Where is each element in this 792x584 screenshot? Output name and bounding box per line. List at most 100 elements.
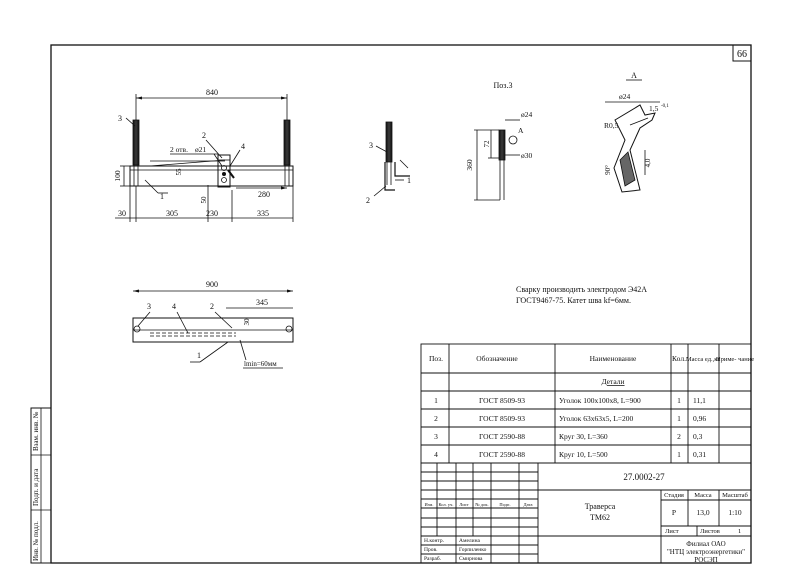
rev-hdr-date: Дата: [524, 502, 533, 507]
side-view: 3 2 1: [366, 121, 411, 205]
dim-50: 50: [200, 196, 208, 204]
callout-1: 1: [160, 192, 164, 201]
dim-100: 100: [113, 170, 122, 182]
row4-qty: 1: [677, 450, 681, 459]
pos3-dim-72: 72: [483, 140, 491, 148]
row1-mass: 11,1: [693, 396, 706, 405]
callout-2: 2: [202, 131, 206, 140]
dim-335: 335: [257, 209, 269, 218]
row2-qty: 1: [677, 414, 681, 423]
row2-mass: 0,96: [693, 414, 706, 423]
dim-280: 280: [258, 190, 270, 199]
mass-label: Масса: [694, 492, 712, 499]
stamp-sign-date: Подп. и дата: [32, 468, 40, 506]
stamp-replace-inv: Взам. инв. №: [32, 411, 40, 451]
section-d24: ø24: [619, 92, 631, 101]
spec-rows: 1 ГОСТ 8509-93 Уголок 100х100х8, L=900 1…: [434, 396, 706, 459]
rev-hdr-izm: Изм.: [425, 502, 434, 507]
sheets-label: Листов: [700, 528, 720, 535]
scale-label: Масштаб: [722, 492, 748, 499]
pos3-title: Поз.3: [494, 81, 513, 90]
stage-label: Стадия: [664, 492, 684, 499]
note-line-2: ГОСТ9467-75. Катет шва kf=6мм.: [516, 296, 631, 305]
side-callout-1: 1: [407, 176, 411, 185]
sheet-number-box: [732, 44, 752, 62]
section-angle: 90°: [604, 165, 612, 175]
role-1: Н.контр.: [424, 538, 445, 544]
holes-label: 2 отв.: [170, 145, 188, 154]
callout-3: 3: [118, 114, 122, 123]
hdr-mass: Масса ед.,кг: [686, 356, 721, 363]
row1-qty: 1: [677, 396, 681, 405]
spec-section-details: Детали: [601, 377, 624, 386]
scale-value: 1:10: [728, 508, 742, 517]
sheet-frame: [50, 44, 752, 564]
row1-designation: ГОСТ 8509-93: [479, 396, 525, 405]
section-radius: R0,5: [604, 121, 619, 130]
plan-view: 900 345 30 3 4 2 1 lmin=60мм: [132, 280, 294, 369]
row3-pos: 3: [434, 432, 438, 441]
dim-30: 30: [118, 209, 126, 218]
title-block: [420, 462, 752, 564]
dim-55: 55: [175, 168, 183, 176]
role-2: Пров.: [424, 547, 438, 553]
role-3: Разраб.: [424, 555, 442, 562]
section-title: А: [631, 71, 637, 80]
row3-mass: 0,3: [693, 432, 703, 441]
dim-230: 230: [206, 209, 218, 218]
plan-callout-4: 4: [172, 302, 176, 311]
row3-designation: ГОСТ 2590-88: [479, 432, 525, 441]
sheet-number: 66: [737, 49, 747, 60]
row2-name: Уголок 63х63х5, L=200: [559, 414, 634, 423]
hdr-name: Наименование: [590, 354, 637, 363]
sheets-count: 1: [738, 528, 741, 535]
plan-dim-30: 30: [243, 318, 251, 326]
hdr-pos: Поз.: [429, 354, 443, 363]
section-tolerance: -0,1: [661, 104, 669, 109]
row4-designation: ГОСТ 2590-88: [479, 450, 525, 459]
rev-hdr-list: Лист: [459, 502, 468, 507]
drawing-name-2: ТМ62: [590, 513, 610, 522]
row1-pos: 1: [434, 396, 438, 405]
pos3-section-mark: A: [518, 126, 524, 135]
row4-name: Круг 10, L=500: [559, 450, 608, 459]
pos3-d24: ø24: [521, 110, 533, 119]
dim-840: 840: [206, 88, 218, 97]
hdr-qty: Кол.: [672, 354, 686, 363]
plan-callout-1: 1: [197, 351, 201, 360]
row2-designation: ГОСТ 8509-93: [479, 414, 525, 423]
person-1: Амелина: [459, 538, 481, 544]
row4-mass: 0,31: [693, 450, 706, 459]
row3-name: Круг 30, L=360: [559, 432, 608, 441]
section-thickness: 1,5: [649, 104, 659, 113]
plan-callout-2: 2: [210, 302, 214, 311]
rev-hdr-sign: Подп.: [499, 502, 510, 507]
stamp-orig-inv: Инв. № подл.: [32, 521, 40, 561]
drawing-name-1: Траверса: [585, 502, 616, 511]
side-callout-2: 2: [366, 196, 370, 205]
org-line-1: Филиал ОАО: [686, 540, 725, 548]
org-line-3: РОСЭП: [694, 556, 717, 564]
person-2: Горпиленко: [459, 547, 487, 553]
pos3-view: 360 72 ø24 ø30 A: [465, 110, 533, 201]
row3-qty: 2: [677, 432, 681, 441]
hdr-designation: Обозначение: [476, 354, 518, 363]
plan-callout-3: 3: [147, 302, 151, 311]
mass-value: 13,0: [696, 508, 709, 517]
rev-hdr-doc: № док.: [475, 502, 488, 507]
drawing-code: 27.0002-27: [623, 472, 665, 482]
note-line-1: Сварку производить электродом Э42А: [516, 285, 647, 294]
row4-pos: 4: [434, 450, 438, 459]
dim-305: 305: [166, 209, 178, 218]
person-3: Смирнова: [459, 556, 483, 562]
title-block-text: 27.0002-27 Траверса ТМ62 Стадия Масса Ма…: [424, 472, 749, 564]
row1-name: Уголок 100х100х8, L=900: [559, 396, 641, 405]
row2-pos: 2: [434, 414, 438, 423]
plan-length-note: lmin=60мм: [244, 360, 277, 368]
callout-4: 4: [241, 142, 245, 151]
side-callout-3: 3: [369, 141, 373, 150]
sheet-label: Лист: [665, 528, 679, 535]
pos3-d30: ø30: [521, 151, 533, 160]
side-stamps: Взам. инв. № Подп. и дата Инв. № подл.: [30, 407, 52, 564]
